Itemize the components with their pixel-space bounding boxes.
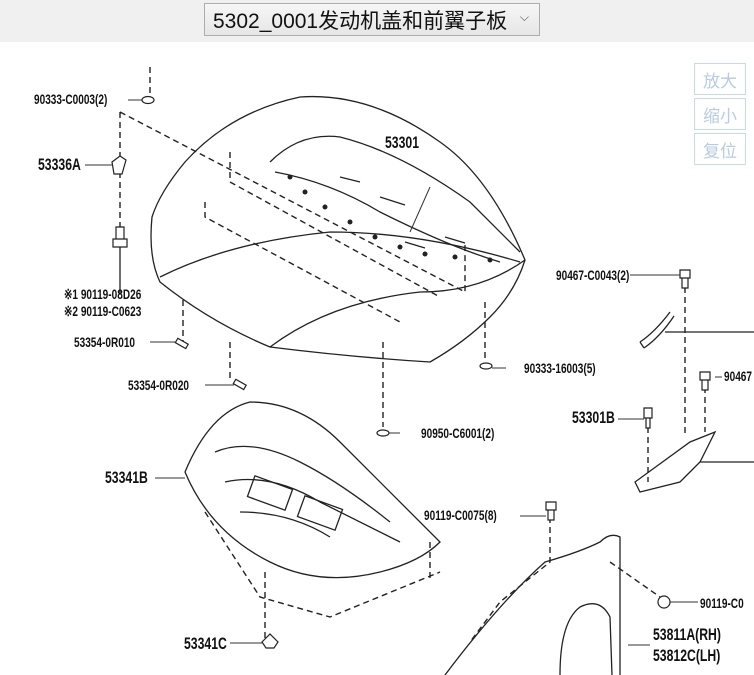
part-label[interactable]: 90467 (724, 368, 752, 384)
chevron-down-icon: ⌵ (519, 10, 529, 24)
bolt-icon (545, 501, 557, 521)
part-label[interactable]: 90333-C0003(2) (34, 91, 107, 107)
part-label[interactable]: ※1 90119-08D26 (64, 286, 142, 302)
diagram-select[interactable]: 5302_0001发动机盖和前翼子板 ⌵ (204, 3, 540, 36)
diagram-select-value: 5302_0001发动机盖和前翼子板 (213, 9, 508, 33)
parts-diagram: 90333-C0003(2) 53336A ※1 90119-08D26 ※2 … (34, 67, 754, 675)
reset-button[interactable]: 复位 (694, 133, 746, 165)
hood-53301[interactable] (150, 95, 526, 363)
part-label[interactable]: 53811A(RH) (653, 626, 721, 644)
fender-53811a[interactable] (444, 534, 621, 675)
washer-icon (479, 362, 493, 370)
part-label[interactable]: 53354-0R010 (74, 334, 135, 350)
part-label[interactable]: 90333-16003(5) (524, 360, 596, 376)
clip-icon (261, 633, 279, 649)
zoom-out-button[interactable]: 缩小 (694, 98, 746, 130)
hood-insulator-53341b[interactable] (184, 401, 441, 579)
screw-icon (657, 595, 671, 609)
part-label[interactable]: 53301B (572, 409, 615, 427)
washer-icon (141, 95, 155, 105)
clip-icon (111, 155, 127, 175)
part-label[interactable]: 90950-C6001(2) (421, 425, 494, 441)
part-label[interactable]: 90467-C0043(2) (556, 267, 629, 283)
cushion-icon (232, 378, 248, 391)
cushion-icon (174, 337, 190, 350)
clip-icon (679, 269, 691, 289)
part-label[interactable]: 53354-0R020 (128, 377, 189, 393)
zoom-controls: 放大 缩小 复位 (694, 63, 746, 168)
part-label[interactable]: 53301 (385, 134, 419, 152)
washer-icon (376, 429, 390, 437)
pin-icon (643, 407, 653, 429)
zoom-in-button[interactable]: 放大 (694, 63, 746, 95)
part-label[interactable]: 53341C (184, 635, 227, 653)
part-label[interactable]: 53812C(LH) (653, 647, 720, 665)
part-label[interactable]: ※2 90119-C0623 (64, 303, 142, 319)
part-label[interactable]: 53341B (105, 469, 148, 487)
part-label[interactable]: 90119-C0 (700, 595, 744, 611)
clip-icon (699, 371, 711, 391)
part-label[interactable]: 53336A (38, 156, 81, 174)
bolt-icon (112, 226, 128, 248)
toolbar: 5302_0001发动机盖和前翼子板 ⌵ (0, 0, 754, 42)
part-label[interactable]: 90119-C0075(8) (424, 507, 497, 523)
